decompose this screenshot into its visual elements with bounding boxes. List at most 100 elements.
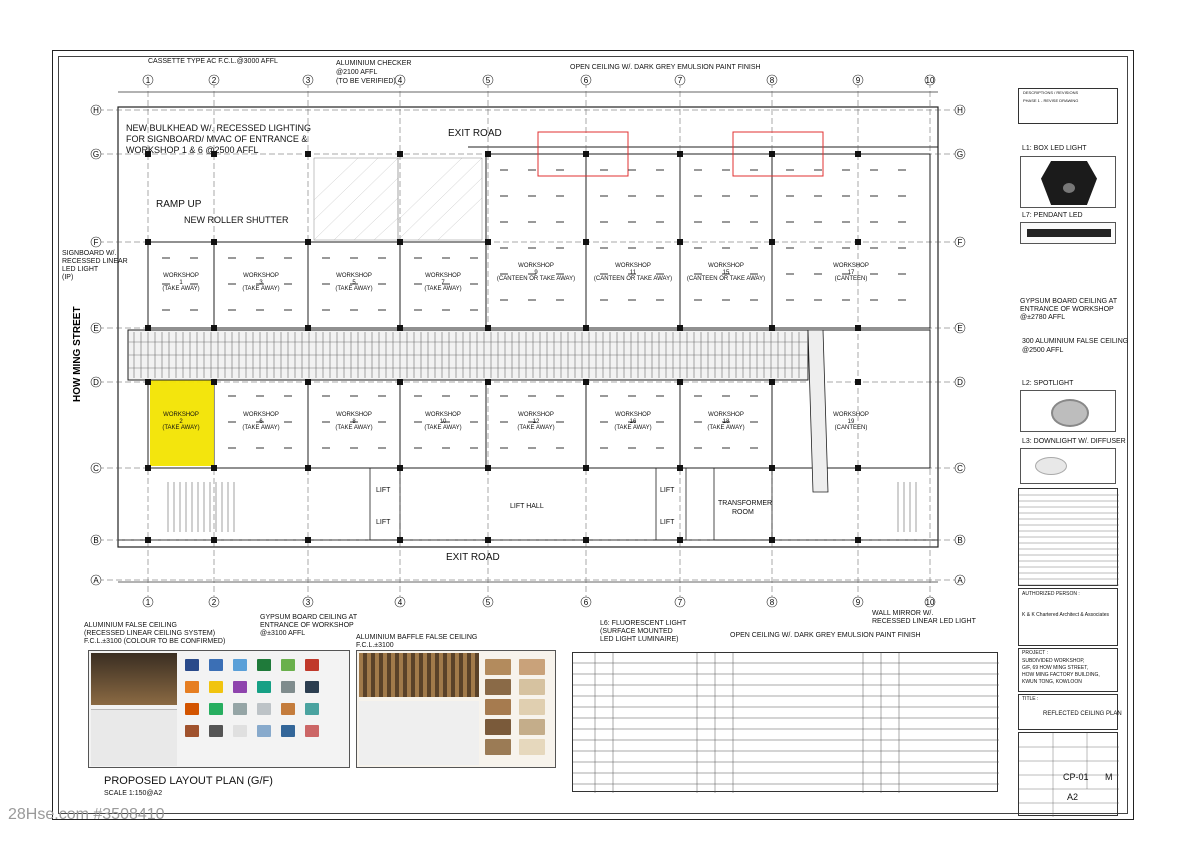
grid-label-row: A: [957, 576, 963, 585]
wood-swatch: [485, 679, 511, 695]
wood-swatch: [519, 739, 545, 755]
workshop-use: (TAKE AWAY): [424, 286, 462, 293]
label-transformer-1: TRANSFORMER: [718, 500, 773, 507]
structural-column: [485, 537, 491, 543]
color-swatch: [281, 725, 295, 737]
workshop-num: 5: [352, 279, 356, 286]
grid-label-col: 2: [212, 76, 217, 85]
structural-column: [397, 151, 403, 157]
grid-label-row: B: [957, 536, 962, 545]
revision-list-lines: [1019, 494, 1119, 586]
label-alu300-2: @2500 AFFL: [1022, 347, 1064, 354]
structural-column: [855, 151, 861, 157]
grid-bubble-col: [302, 596, 314, 608]
label-lift-d: LIFT: [660, 519, 675, 526]
structural-column: [769, 537, 775, 543]
label-exit-road-bottom: EXIT ROAD: [446, 552, 500, 563]
grid-bubble-row: [90, 236, 102, 248]
grid-bubble-col: [580, 596, 592, 608]
color-swatch: [281, 681, 295, 693]
grid-bubble-row: [954, 236, 966, 248]
box-led-photo: [1020, 156, 1116, 208]
structural-column: [677, 465, 683, 471]
grid-bubble-row: [954, 534, 966, 546]
grid-bubble-row: [954, 574, 966, 586]
grid-label-col: 4: [398, 598, 403, 607]
structural-column: [485, 151, 491, 157]
color-swatch: [281, 703, 295, 715]
label-lift-c: LIFT: [660, 487, 675, 494]
symbol-legend-table: [572, 652, 999, 793]
workshop-name: WORKSHOP: [336, 273, 372, 279]
revision-list: [1018, 488, 1119, 586]
label-street: HOW MING STREET: [72, 306, 83, 402]
workshop-use: (TAKE AWAY): [614, 425, 652, 432]
grid-label-row: E: [957, 324, 962, 333]
structural-column: [677, 151, 683, 157]
workshop-use: (TAKE AWAY): [424, 425, 462, 432]
grid-bubble-row: [90, 534, 102, 546]
workshop-num: 2: [179, 418, 183, 425]
label-gypsum-right-3: @±2780 AFFL: [1020, 314, 1066, 321]
grid-label-col: 3: [306, 76, 311, 85]
drawing-title: REFLECTED CEILING PLAN: [1043, 711, 1122, 717]
workshop-name: WORKSHOP: [243, 412, 279, 418]
workshop-use: (CANTEEN): [834, 425, 868, 432]
structural-column: [485, 465, 491, 471]
grid-label-row: C: [93, 464, 99, 473]
grid-label-row: A: [93, 576, 99, 585]
grid-label-row: H: [957, 106, 963, 115]
structural-column: [677, 239, 683, 245]
grid-label-row: D: [93, 378, 99, 387]
structural-column: [769, 325, 775, 331]
structural-column: [397, 239, 403, 245]
grid-bubble-col: [766, 596, 778, 608]
watermark: 28Hse.com #3508410: [8, 806, 165, 823]
label-open-ceiling-top: OPEN CEILING W/. DARK GREY EMULSION PAIN…: [570, 64, 761, 71]
grid-bubble-col: [482, 596, 494, 608]
label-gypsum-right-2: ENTRANCE OF WORKSHOP: [1020, 306, 1114, 313]
workshop-num: 16: [629, 418, 637, 425]
grid-bubble-col: [208, 74, 220, 86]
grid-bubble-col: [924, 74, 936, 86]
grid-bubble-row: [954, 322, 966, 334]
project-block: PROJECT : SUBDIVIDED WORKSHOP, G/F, 69 H…: [1018, 648, 1118, 692]
structural-column: [855, 379, 861, 385]
label-exit-road-top: EXIT ROAD: [448, 128, 502, 139]
workshop-num: 17: [847, 269, 855, 276]
wood-swatch: [519, 719, 545, 735]
workshop-name: WORKSHOP: [615, 412, 651, 418]
workshop-name: WORKSHOP: [163, 273, 199, 279]
structural-column: [145, 379, 151, 385]
grid-label-col: 3: [306, 598, 311, 607]
structural-column: [305, 465, 311, 471]
workshop-num: 11: [629, 269, 637, 276]
grid-label-col: 5: [486, 598, 491, 607]
workshop-name: WORKSHOP: [833, 263, 869, 269]
structural-column: [211, 325, 217, 331]
label-cassette: CASSETTE TYPE AC F.C.L.@3000 AFFL: [148, 58, 278, 65]
structural-column: [397, 537, 403, 543]
workshop-num: 6: [259, 418, 263, 425]
label-l6-1: L6: FLUORESCENT LIGHT: [600, 620, 687, 627]
structural-column: [677, 379, 683, 385]
structural-column: [583, 537, 589, 543]
grid-label-col: 10: [926, 76, 935, 85]
revision-header: DESCRIPTIONS / REVISIONS: [1023, 90, 1079, 95]
workshop-num: 12: [532, 418, 540, 425]
grid-label-col: 8: [770, 76, 775, 85]
structural-column: [397, 325, 403, 331]
grid-label-row: G: [957, 150, 963, 159]
firm-name: K & K Chartered Architect & Associates: [1022, 612, 1109, 618]
grid-label-row: B: [93, 536, 98, 545]
workshop-name: WORKSHOP: [518, 412, 554, 418]
label-signboard-2: RECESSED LINEAR: [62, 258, 128, 265]
workshop-use: (CANTEEN OR TAKE AWAY): [593, 276, 673, 283]
grid-bubble-row: [954, 462, 966, 474]
